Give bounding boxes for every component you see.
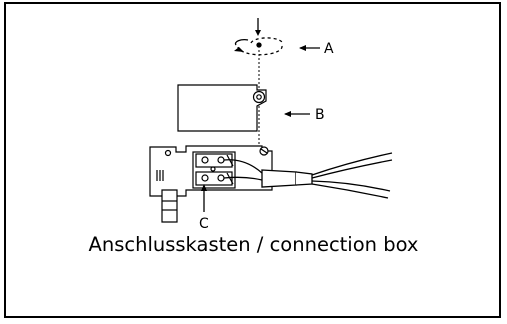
pointer-c — [201, 184, 207, 212]
label-b: B — [315, 107, 325, 123]
label-c: C — [199, 216, 209, 232]
cover-plate — [177, 84, 267, 132]
pointer-b — [284, 111, 310, 117]
figure-caption: Anschlusskasten / connection box — [88, 233, 419, 256]
connection-box-base — [149, 145, 273, 223]
cables — [223, 152, 393, 199]
label-a: A — [324, 41, 334, 57]
pointer-a — [299, 45, 320, 51]
